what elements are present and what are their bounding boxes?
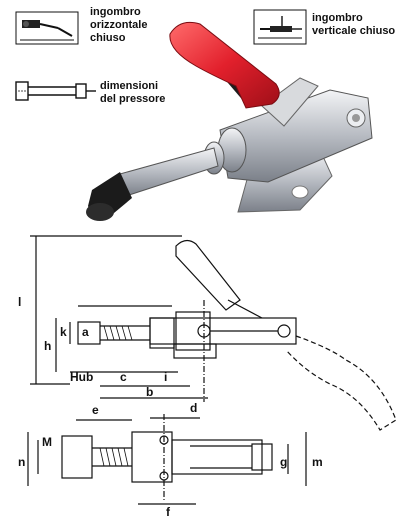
dim-label-a: a — [82, 325, 89, 339]
dim-label-i: i — [164, 370, 167, 384]
horizontal-closed-label: ingombro orizzontale chiuso — [90, 6, 148, 44]
dim-label-h: h — [44, 339, 51, 353]
dim-label-m: m — [312, 455, 323, 469]
presser-dimensions-label: dimensioni del pressore — [100, 80, 166, 105]
horizontal-closed-icon — [14, 8, 82, 53]
red-handle — [169, 21, 280, 109]
presser-dimensions-icon — [14, 76, 98, 113]
dim-label-b: b — [146, 385, 153, 399]
vertical-closed-icon — [252, 8, 308, 51]
vertical-closed-label: ingombro verticale chiuso — [312, 12, 396, 37]
dim-label-hub: Hub — [70, 370, 93, 384]
dim-label-k: k — [60, 325, 67, 339]
dim-label-e: e — [92, 403, 99, 417]
dim-label-d: d — [190, 401, 197, 415]
dim-label-c: c — [120, 370, 127, 384]
dim-label-l: l — [18, 295, 21, 309]
dim-label-M: M — [42, 435, 52, 449]
dim-label-g: g — [280, 455, 287, 469]
dim-label-n: n — [18, 455, 25, 469]
dim-label-f: f — [166, 505, 171, 518]
